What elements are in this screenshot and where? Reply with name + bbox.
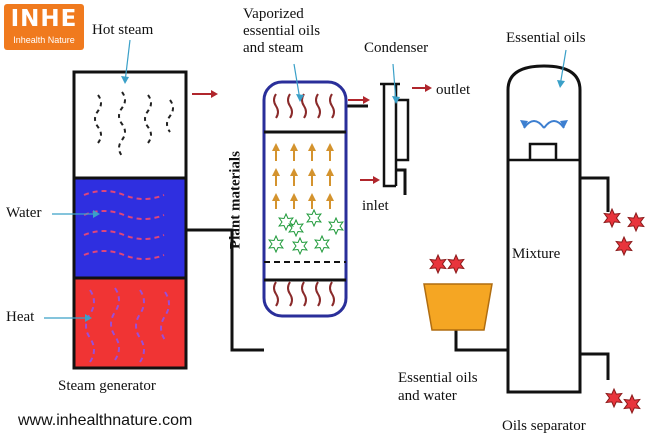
leaf-icon [268, 234, 284, 254]
label-steam-generator: Steam generator [58, 378, 156, 394]
label-outlet: outlet [436, 82, 471, 98]
logo-sub-text: Inhealth Nature [13, 35, 75, 45]
label-vaporized-line1: Vaporized [243, 6, 304, 22]
hot-steam-chamber [72, 70, 188, 180]
oil-drop-icon [605, 387, 623, 409]
logo-main-text: INHE [10, 6, 78, 32]
oil-drop-icon [603, 207, 621, 229]
plant-material-leaves [268, 208, 344, 256]
funnel-to-separator-pipe [454, 330, 508, 352]
label-plant-materials: Plant materials [227, 151, 244, 249]
steam-generator [72, 70, 188, 370]
website-url: www.inhealthnature.com [18, 412, 193, 429]
label-heat: Heat [6, 309, 35, 325]
label-oils-separator: Oils separator [502, 418, 586, 434]
label-hot-steam: Hot steam [92, 22, 154, 38]
oil-drop-icon [447, 253, 465, 275]
separator-water-outlet-pipe [580, 352, 610, 380]
label-pointers [44, 39, 567, 319]
leaf-icon [292, 236, 308, 256]
flow-arrows [192, 84, 432, 184]
separator-circulation-arrows [523, 120, 565, 129]
label-essential-oils: Essential oils [506, 30, 586, 46]
label-eo-water-line2: and water [398, 388, 457, 404]
leaf-icon [328, 216, 344, 236]
steam-squiggles [94, 91, 174, 157]
leaf-icon [288, 218, 304, 238]
label-vaporized-line3: and steam [243, 40, 304, 56]
pipes [186, 104, 610, 380]
label-condenser: Condenser [364, 40, 429, 56]
label-inlet: inlet [362, 198, 389, 214]
distillation-column [262, 80, 348, 318]
collection-funnel [423, 283, 493, 331]
oil-drop-icon [429, 253, 447, 275]
inhe-logo: INHE Inhealth Nature [4, 4, 84, 50]
steam-to-column-pipe [186, 228, 264, 352]
column-body [262, 80, 348, 318]
oil-drop-icon [615, 235, 633, 257]
label-mixture: Mixture [512, 246, 561, 262]
label-water: Water [6, 205, 42, 221]
condenser-drain-pipe [396, 168, 407, 195]
leaf-icon [314, 234, 330, 254]
water-chamber [72, 176, 188, 280]
label-pointer-tips [85, 76, 565, 322]
oil-drop-icon [623, 393, 641, 415]
separator-oil-outlet-pipe [580, 176, 610, 212]
bottom-squiggles [273, 281, 335, 307]
leaf-icon [306, 208, 322, 228]
oil-drops [429, 207, 645, 415]
heat-waves [85, 287, 170, 363]
label-vaporized-line2: essential oils [243, 23, 321, 39]
leaf-icon [278, 212, 294, 232]
label-eo-water-line1: Essential oils [398, 370, 478, 386]
oils-separator [506, 64, 582, 394]
oil-drop-icon [627, 211, 645, 233]
separator-body [506, 64, 582, 394]
rising-vapor-arrows [272, 143, 334, 209]
